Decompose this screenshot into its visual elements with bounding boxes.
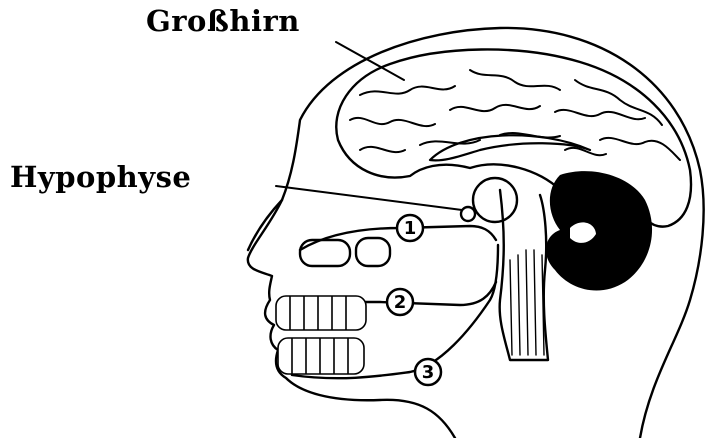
corpus-callosum — [430, 135, 590, 160]
pituitary-gland — [461, 207, 475, 221]
cerebrum-label: Großhirn — [146, 4, 300, 38]
marker-3-label: 3 — [422, 362, 435, 383]
teeth — [276, 296, 366, 374]
sinus-left — [300, 240, 350, 266]
cerebellum — [546, 171, 652, 290]
brain-folds — [350, 70, 680, 160]
sinus-right — [356, 238, 390, 266]
brainstem — [500, 190, 548, 360]
marker-2: 2 — [387, 289, 413, 315]
pointer-pituitary — [276, 186, 462, 210]
pituitary-label: Hypophyse — [10, 160, 191, 194]
marker-1: 1 — [397, 215, 423, 241]
marker-3: 3 — [415, 359, 441, 385]
thalamus — [473, 178, 517, 222]
marker-1-label: 1 — [404, 218, 417, 239]
marker-2-label: 2 — [394, 292, 407, 313]
